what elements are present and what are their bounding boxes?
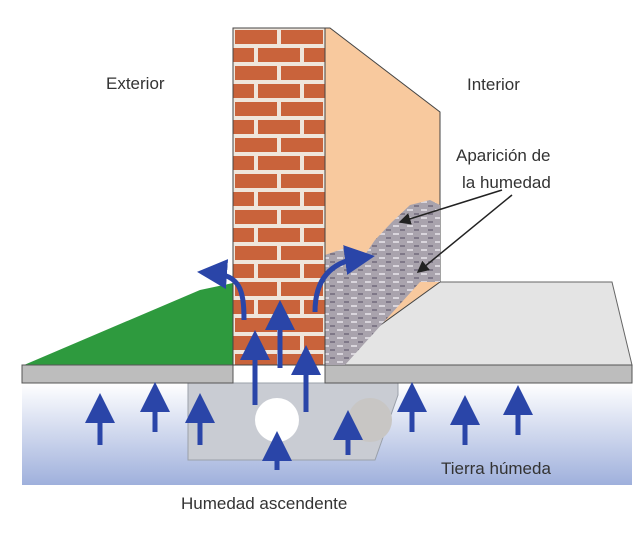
pointer-arrows [398, 189, 513, 273]
exterior-label: Exterior [106, 74, 165, 93]
exterior-slab [21, 364, 234, 384]
arrow-curve-left [197, 259, 247, 321]
grass-slope [24, 283, 233, 365]
interior-floor-edge [324, 364, 633, 384]
damp-appearance-label-1: Aparición de [456, 146, 551, 165]
rising-arrows [85, 245, 533, 470]
grey-pipe [348, 398, 392, 442]
damp-patch [325, 200, 440, 365]
interior-label: Interior [467, 75, 520, 94]
damp-appearance-label-2: la humedad [462, 173, 551, 192]
rising-damp-label: Humedad ascendente [181, 494, 348, 513]
arrow-curve-right [312, 245, 375, 313]
drain-pipe [255, 398, 299, 442]
wet-soil-label: Tierra húmeda [441, 459, 551, 478]
brick-wall [232, 27, 326, 366]
